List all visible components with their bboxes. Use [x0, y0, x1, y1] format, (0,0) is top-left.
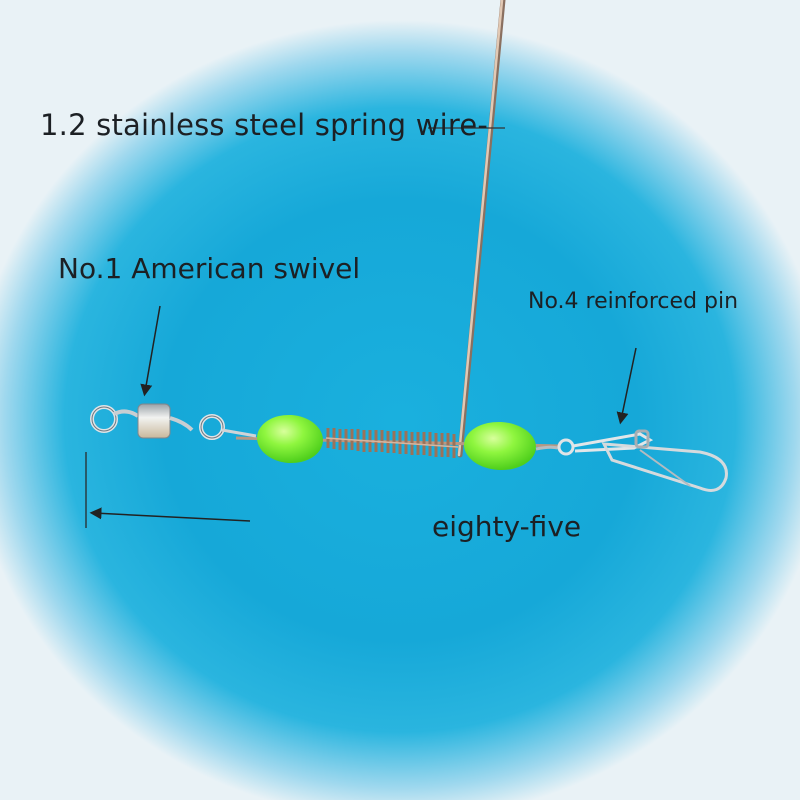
swivel-label: No.1 American swivel	[58, 252, 361, 285]
barrel-swivel-icon	[90, 403, 257, 440]
wire-label: 1.2 stainless steel spring wire-	[40, 108, 489, 142]
length-arrow	[89, 507, 251, 522]
length-label: eighty-five	[432, 510, 582, 543]
swivel-pointer-arrow	[140, 305, 161, 397]
pin-label: No.4 reinforced pin	[528, 289, 739, 314]
spring-coil	[325, 428, 459, 458]
luminous-bead-right	[464, 421, 536, 471]
steel-wire	[457, 0, 506, 458]
snap-pin-icon	[535, 429, 728, 492]
luminous-bead-left	[257, 414, 323, 464]
pin-pointer-arrow	[616, 347, 637, 425]
